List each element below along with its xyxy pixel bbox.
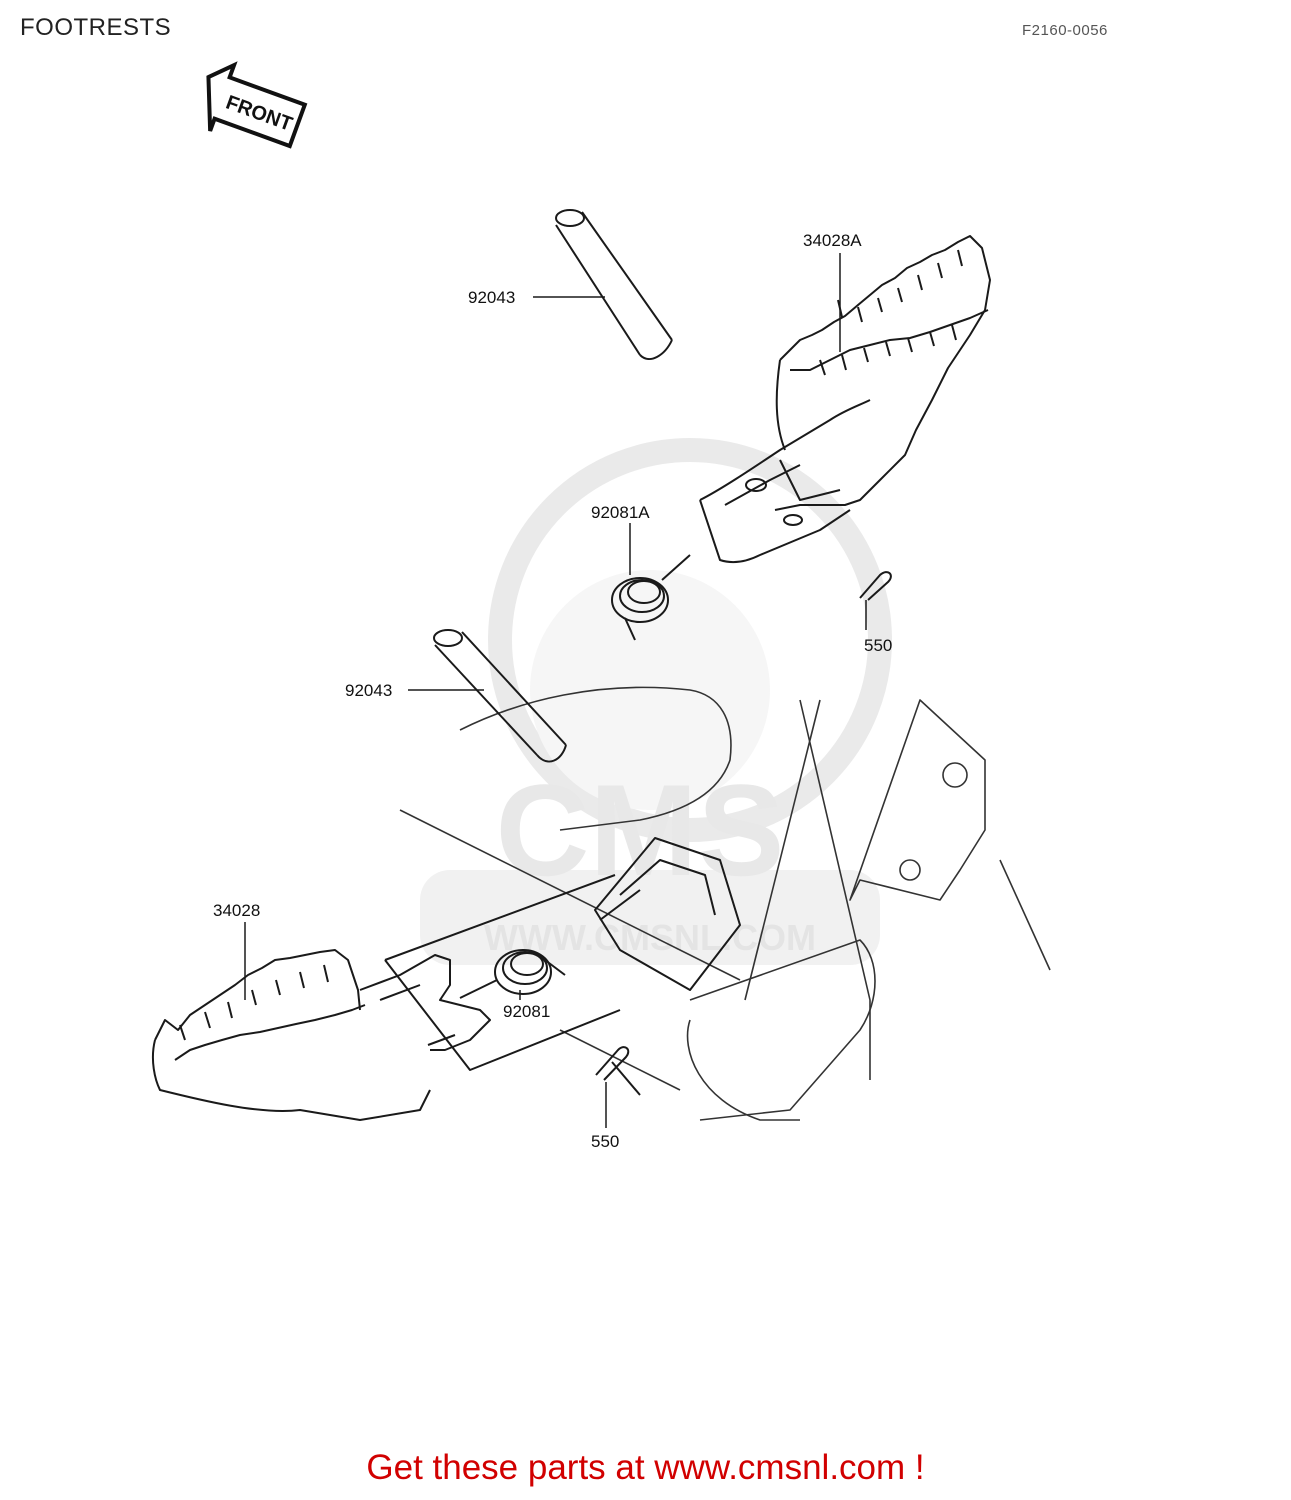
label-550-upper: 550 — [864, 636, 893, 655]
footrest-right-upper — [699, 235, 991, 564]
spring-upper — [611, 554, 691, 641]
pin-lower — [433, 629, 567, 763]
cta-link[interactable]: Get these parts at www.cmsnl.com ! — [366, 1448, 925, 1487]
label-34028A: 34028A — [803, 231, 862, 250]
footrest-left-lower — [151, 874, 621, 1121]
watermark-brand: CMS — [496, 757, 785, 903]
label-92043-upper: 92043 — [468, 288, 516, 307]
label-550-lower: 550 — [591, 1132, 620, 1151]
leader-lines — [244, 253, 867, 1128]
diagram-code: F2160-0056 — [1022, 22, 1108, 39]
frame-outline — [399, 686, 1051, 1121]
watermark: CMS WWW.CMSNL.COM — [420, 438, 892, 965]
pin-upper — [555, 209, 673, 360]
page-title: FOOTRESTS — [20, 14, 172, 41]
label-92043-lower: 92043 — [345, 681, 393, 700]
cotter-lower — [595, 1046, 641, 1096]
cotter-upper — [859, 571, 892, 601]
bracket-lower — [594, 837, 741, 991]
label-92081A: 92081A — [591, 503, 650, 522]
spring-lower — [459, 949, 566, 999]
label-34028: 34028 — [213, 901, 261, 920]
front-arrow: FRONT — [206, 61, 308, 149]
label-92081: 92081 — [503, 1002, 551, 1021]
